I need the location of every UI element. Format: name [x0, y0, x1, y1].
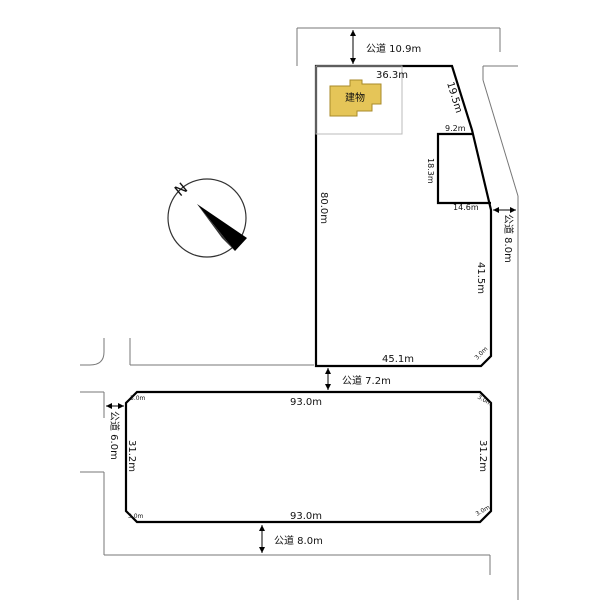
road-edges [80, 27, 519, 600]
lower-bottom-dim: 93.0m [290, 511, 322, 522]
upper-notch-bottom-dim: 14.6m [453, 203, 479, 212]
west-arrowhead-right [118, 403, 124, 409]
south-road-label: 公道 8.0m [274, 534, 323, 547]
lower-lot-dimensions: 93.0m 93.0m 31.2m 31.2m 3.0m 3.0m 3.0m 3… [126, 394, 493, 522]
lower-lot-outline [124, 390, 493, 524]
upper-bottom-dim: 45.1m [382, 354, 414, 365]
lower-corner-tr-dim: 3.0m [476, 394, 493, 408]
south-arrowhead-top [259, 525, 265, 531]
east-arrowhead-left [493, 207, 499, 213]
compass-needle-shade [197, 204, 235, 251]
upper-lot-notch [436, 132, 491, 205]
upper-left-dim: 80.0m [318, 192, 329, 224]
compass: N [167, 178, 247, 258]
upper-lot: 建物 [314, 64, 493, 368]
lower-lot [124, 390, 493, 524]
east-road-label: 公道 8.0m [502, 214, 515, 263]
upper-notch-top-dim: 9.2m [445, 124, 466, 133]
lower-corner-br-dim: 3.0m [475, 504, 492, 518]
lower-corner-bl-dim: 3.0m [128, 513, 144, 520]
upper-lot-outline [314, 64, 493, 368]
middle-arrowhead-top [325, 368, 331, 374]
middle-road-label: 公道 7.2m [342, 374, 391, 387]
north-arrowhead-top [350, 30, 356, 36]
west-road-corner-top [80, 351, 105, 366]
lower-top-dim: 93.0m [290, 397, 322, 408]
building-shape [329, 79, 382, 117]
lower-right-dim: 31.2m [477, 440, 488, 472]
east-arrowhead-right [510, 207, 516, 213]
middle-arrowhead-bottom [325, 384, 331, 390]
building-site-outline [315, 65, 403, 135]
north-arrowhead-bottom [350, 58, 356, 64]
west-road-label: 公道 6.0m [108, 411, 121, 460]
upper-top-dim: 36.3m [376, 70, 408, 81]
road-labels: 公道 10.9m 公道 8.0m 公道 7.2m 公道 6.0m 公道 8.0m [108, 42, 515, 547]
upper-right-dim: 41.5m [475, 262, 486, 294]
building-label: 建物 [345, 91, 365, 104]
south-arrowhead-bottom [259, 547, 265, 553]
upper-notch-side-dim: 18.3m [426, 158, 435, 184]
compass-needle-icon [197, 204, 247, 251]
lower-corner-tl-dim: 3.0m [130, 395, 146, 402]
west-arrowhead-left [106, 403, 112, 409]
road-arrows [106, 30, 516, 553]
east-road-edge-slant [482, 79, 519, 197]
lower-left-dim: 31.2m [126, 440, 137, 472]
north-road-label: 公道 10.9m [366, 42, 421, 55]
